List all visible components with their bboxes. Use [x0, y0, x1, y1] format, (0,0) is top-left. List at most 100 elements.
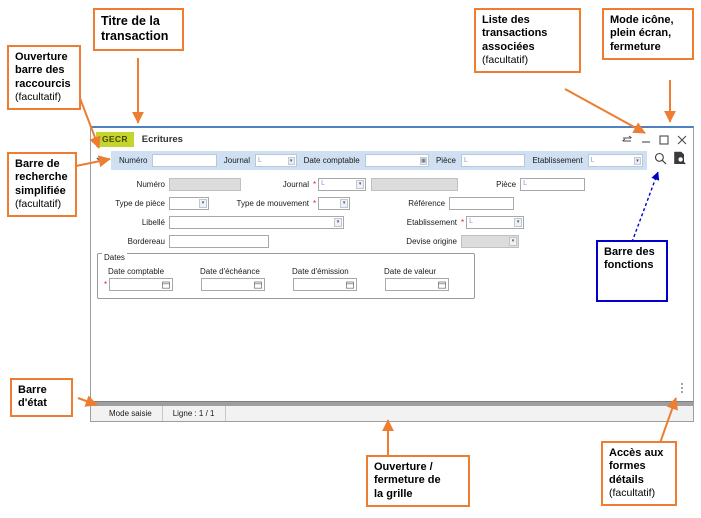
callout-shortcuts-line2: barre des [15, 64, 65, 77]
module-code-badge: GECR [96, 132, 134, 147]
callout-statusbar-line1: Barre [18, 384, 47, 396]
label-type-de-mouvement: Type de mouvement [236, 198, 309, 208]
input-piece[interactable] [520, 177, 586, 191]
search-etab-caret-icon[interactable]: ▾ [633, 157, 641, 165]
search-input-date-comptable[interactable]: ▦ [364, 154, 429, 167]
search-input-etablissement[interactable]: ▾ [587, 154, 643, 167]
kebab-dot [681, 387, 683, 389]
label-etablissement: Etablissement [406, 217, 457, 227]
label-date-comptable: Date comptable [108, 267, 165, 276]
calendar-icon[interactable] [438, 280, 447, 289]
swap-transactions-icon[interactable] [620, 132, 635, 147]
search-fields-row: Numéro Journal ▾ Date comptable ▦ Pièce … [111, 151, 647, 170]
input-etablissement[interactable]: ▾ [466, 215, 525, 229]
input-journal-description [371, 177, 459, 191]
devise-caret-icon: ▾ [509, 236, 517, 246]
input-date-emission[interactable] [293, 278, 358, 291]
input-devise-origine: ▾ [461, 234, 519, 248]
date-field-emission: Date d'émission * [288, 267, 376, 291]
callout-assoc-line1: Liste des [482, 14, 530, 26]
libelle-caret-icon[interactable]: ▾ [334, 217, 342, 227]
search-date-calendar-icon[interactable]: ▦ [419, 157, 427, 165]
required-marker-type-mouvement: * [313, 198, 317, 208]
input-date-echeance[interactable] [201, 278, 266, 291]
callout-winmode-line2: plein écran, [610, 27, 672, 40]
date-field-echeance: Date d'échéance * [196, 267, 284, 291]
calendar-icon[interactable] [162, 280, 171, 289]
callout-transaction-title: Titre de la transaction [93, 8, 184, 51]
label-date-valeur: Date de valeur [384, 267, 437, 276]
callout-statusbar-line2: d'état [18, 397, 47, 410]
chevron-down-icon[interactable] [91, 151, 111, 170]
label-bordereau: Bordereau [127, 236, 165, 246]
callout-status-bar: Barre d'état [10, 378, 73, 417]
input-reference[interactable] [449, 196, 515, 210]
input-libelle[interactable]: ▾ [169, 215, 344, 229]
search-label-journal: Journal [223, 156, 251, 165]
callout-assoc-line2: transactions [482, 27, 548, 40]
calendar-icon[interactable] [254, 280, 263, 289]
search-input-numero[interactable] [152, 154, 217, 167]
callout-winmode-line1: Mode icône, [610, 14, 674, 26]
more-vertical-icon[interactable] [681, 383, 683, 393]
kebab-dot [681, 391, 683, 393]
search-label-date-comptable: Date comptable [303, 156, 360, 165]
callout-grid-line1: Ouverture / [374, 461, 433, 473]
callout-functions-line1: Barre des [604, 246, 655, 258]
type-piece-caret-icon[interactable]: ▾ [199, 198, 207, 208]
required-marker-etablissement: * [461, 217, 465, 227]
minimize-icon[interactable] [638, 132, 653, 147]
input-type-de-piece[interactable]: ▾ [169, 196, 209, 210]
callout-shortcuts-line3: raccourcis [15, 77, 71, 90]
callout-search-line2: recherche [15, 171, 68, 184]
callout-associated-transactions: Liste des transactions associées (facult… [474, 8, 581, 74]
search-label-etablissement: Etablissement [532, 156, 583, 165]
search-label-piece: Pièce [435, 156, 456, 165]
callout-search-line3: simplifiée [15, 184, 66, 197]
callout-detail-line1: Accès aux [609, 447, 664, 459]
callout-functions-line2: fonctions [604, 259, 654, 272]
grid-splitter[interactable] [91, 401, 693, 406]
callout-search-line1: Barre de [15, 158, 60, 170]
search-input-journal[interactable]: ▾ [255, 154, 297, 167]
callout-shortcuts-line1: Ouverture [15, 51, 68, 63]
etablissement-caret-icon[interactable]: ▾ [514, 217, 523, 227]
input-journal[interactable]: ▾ [318, 177, 367, 191]
form-body: Numéro Journal * ▾ Pièce Type de pièce ▾… [91, 170, 693, 401]
callout-grid-toggle: Ouverture / fermeture de la grille [366, 455, 470, 508]
label-reference: Référence [408, 198, 446, 208]
label-devise-origine: Devise origine [406, 236, 457, 246]
label-type-de-piece: Type de pièce [115, 198, 165, 208]
calendar-icon[interactable] [346, 280, 355, 289]
search-input-piece[interactable] [460, 154, 526, 167]
callout-grid-line3: la grille [374, 487, 413, 500]
callout-functions-bar: Barre des fonctions [596, 240, 668, 302]
callout-title-line2: transaction [101, 29, 169, 44]
search-document-icon[interactable] [673, 151, 686, 170]
required-marker-journal: * [313, 179, 317, 189]
status-bar: Mode saisie Ligne : 1 / 1 [91, 406, 693, 421]
maximize-icon[interactable] [656, 132, 671, 147]
label-date-echeance: Date d'échéance [200, 267, 260, 276]
callout-search-optional: (facultatif) [15, 198, 62, 211]
input-type-de-mouvement[interactable]: ▾ [318, 196, 351, 210]
callout-title-line1: Titre de la [101, 14, 160, 28]
window-titlebar: GECR Ecritures [91, 128, 693, 151]
date-field-comptable: Date comptable * [104, 267, 192, 291]
input-date-valeur[interactable] [385, 278, 450, 291]
close-icon[interactable] [674, 132, 689, 147]
search-icon[interactable] [654, 152, 667, 170]
input-date-comptable[interactable] [109, 278, 174, 291]
input-bordereau[interactable] [169, 234, 269, 248]
callout-detail-line2: formes [609, 460, 646, 473]
dates-legend: Dates [102, 253, 127, 262]
type-mouvement-caret-icon[interactable]: ▾ [340, 198, 349, 208]
label-date-emission: Date d'émission [292, 267, 349, 276]
callout-grid-line2: fermeture de [374, 474, 441, 487]
status-mode: Mode saisie [91, 406, 163, 421]
callout-winmode-line3: fermeture [610, 40, 661, 53]
dates-grid: Date comptable * Date d'échéance * [104, 267, 468, 291]
simplified-search-bar: Numéro Journal ▾ Date comptable ▦ Pièce … [91, 151, 693, 170]
journal-caret-icon[interactable]: ▾ [356, 179, 365, 189]
search-journal-caret-icon[interactable]: ▾ [287, 157, 295, 165]
